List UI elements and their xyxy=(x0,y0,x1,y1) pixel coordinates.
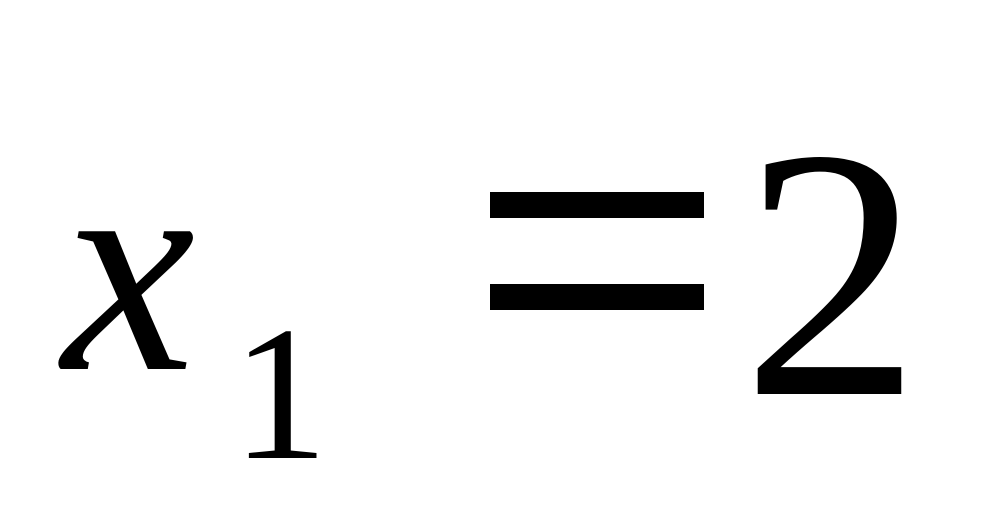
equation-value: 2 xyxy=(742,76,921,472)
variable-subscript: 1 xyxy=(232,287,328,500)
equals-bar-top xyxy=(490,192,704,218)
equals-bar-bottom xyxy=(490,284,704,310)
equals-sign xyxy=(490,192,704,312)
variable-x: x xyxy=(62,102,196,434)
